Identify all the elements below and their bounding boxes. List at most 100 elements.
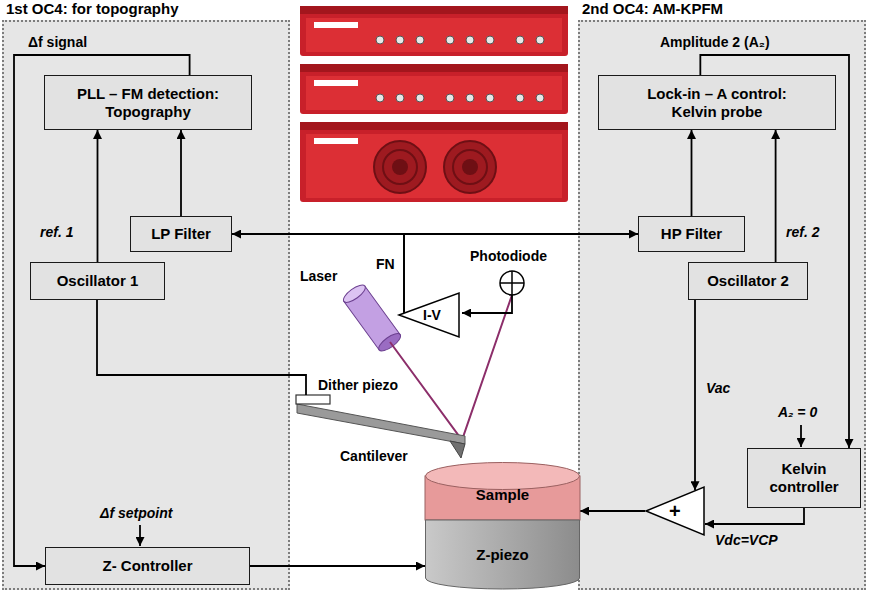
- signal-name: Vdc=VCP: [715, 532, 778, 549]
- fan-grille: [374, 141, 426, 193]
- connector: [416, 36, 424, 44]
- dither-piezo-block: [296, 395, 330, 404]
- connector: [376, 36, 384, 44]
- photodiode-cross: [511, 271, 513, 295]
- adder-symbol: +: [645, 486, 705, 536]
- cantilever-beam: [297, 404, 465, 444]
- reference-label: ref. 1: [40, 224, 73, 241]
- node-label: Kelvin controller: [757, 460, 852, 496]
- unit-front-panel: [306, 134, 562, 198]
- signal-name: FN: [376, 256, 395, 273]
- unit-top-face: [300, 6, 568, 14]
- signal-arrow: [97, 130, 99, 262]
- controller-box: Z- Controller: [45, 547, 250, 585]
- laser-beam: [390, 295, 512, 440]
- panel-heading: 1st OC4: for topography: [6, 0, 179, 18]
- controller-unit: [300, 6, 568, 56]
- connector: [466, 36, 474, 44]
- setpoint-arrow: [800, 425, 802, 447]
- setpoint-label: A₂ = 0: [778, 404, 817, 421]
- filter-box: LP Filter: [130, 216, 232, 252]
- connector: [516, 36, 524, 44]
- unit-logo-plate: [314, 22, 358, 28]
- unit-front-panel: [306, 18, 562, 52]
- part-name: Dither piezo: [318, 377, 398, 394]
- connector: [486, 94, 494, 102]
- signal-arrow: [14, 55, 190, 566]
- node-label: Lock-in – A control: Kelvin probe: [627, 85, 807, 121]
- fan-grille: [444, 141, 496, 193]
- cantilever-tip: [450, 441, 465, 458]
- signal-arrow: [250, 565, 425, 567]
- node-label: +: [669, 499, 681, 523]
- controller-unit: [300, 122, 568, 202]
- node-label: PLL – FM detection: Topography: [58, 85, 238, 121]
- signal-arrow: [404, 234, 638, 313]
- piezo-body: Z-piezo: [425, 520, 580, 590]
- oscillator-box: Oscillator 1: [30, 262, 165, 300]
- signal-arrow: [580, 510, 645, 512]
- signal-name: Amplitude 2 (A₂): [660, 34, 770, 51]
- photodiode-wire: [462, 295, 512, 313]
- reference-label: ref. 2: [786, 224, 819, 241]
- filter-box: HP Filter: [638, 216, 745, 252]
- triangle-outline: [399, 293, 459, 337]
- part-name: Photodiode: [470, 248, 547, 265]
- connector: [536, 36, 544, 44]
- node-label: Z- Controller: [103, 557, 193, 575]
- part-name: Laser: [300, 268, 337, 285]
- connector: [466, 94, 474, 102]
- fan-hub: [462, 159, 478, 175]
- fan-ring: [383, 150, 417, 184]
- sample-top: [426, 463, 580, 490]
- signal-name: Vac: [706, 380, 730, 397]
- instrument-photo: [300, 6, 568, 202]
- signal-arrow: [180, 130, 182, 216]
- connector: [446, 36, 454, 44]
- sample-layer: Sample: [425, 462, 580, 520]
- amplifier-symbol: I-V: [398, 292, 460, 338]
- controller-panel: 2nd OC4: AM-KPFMLock-in – A control: Kel…: [578, 20, 866, 590]
- node-label: Oscillator 2: [707, 272, 789, 290]
- panel-heading: 2nd OC4: AM-KPFM: [582, 0, 723, 18]
- photodiode-symbol: [500, 271, 524, 295]
- node-label: Oscillator 1: [57, 272, 139, 290]
- connector-row: [376, 94, 544, 102]
- connector: [516, 94, 524, 102]
- unit-logo-plate: [314, 138, 358, 144]
- unit-top-face: [300, 64, 568, 72]
- fan-ring: [453, 150, 487, 184]
- unit-top-face: [300, 122, 568, 130]
- unit-front-panel: [306, 76, 562, 110]
- connector: [536, 94, 544, 102]
- process-box: PLL – FM detection: Topography: [44, 75, 252, 130]
- part-name: Cantilever: [340, 448, 408, 465]
- controller-panel: 1st OC4: for topographyPLL – FM detectio…: [2, 20, 290, 590]
- setpoint-label: Δf setpoint: [100, 505, 172, 522]
- fan-hub: [392, 159, 408, 175]
- setpoint-arrow: [139, 525, 141, 546]
- signal-arrow: [705, 508, 804, 524]
- piezo-cylinder: [426, 520, 580, 589]
- signal-arrow: [700, 55, 849, 448]
- connector: [416, 94, 424, 102]
- node-label: LP Filter: [151, 225, 211, 243]
- unit-logo-plate: [314, 80, 358, 86]
- node-label: Z-piezo: [476, 546, 529, 564]
- laser-cap: [341, 282, 368, 305]
- laser-symbol: [341, 282, 403, 354]
- connector-row: [376, 36, 544, 44]
- node-label: I-V: [423, 307, 441, 324]
- process-box: Lock-in – A control: Kelvin probe: [598, 75, 836, 130]
- triangle-outline: [646, 487, 704, 535]
- node-label: HP Filter: [661, 225, 722, 243]
- signal-arrow: [694, 300, 696, 490]
- signal-arrow: [232, 234, 404, 313]
- connector: [376, 94, 384, 102]
- node-label: Sample: [476, 486, 529, 504]
- signal-name: Δf signal: [28, 34, 87, 51]
- connector: [446, 94, 454, 102]
- connector: [396, 36, 404, 44]
- connector: [486, 36, 494, 44]
